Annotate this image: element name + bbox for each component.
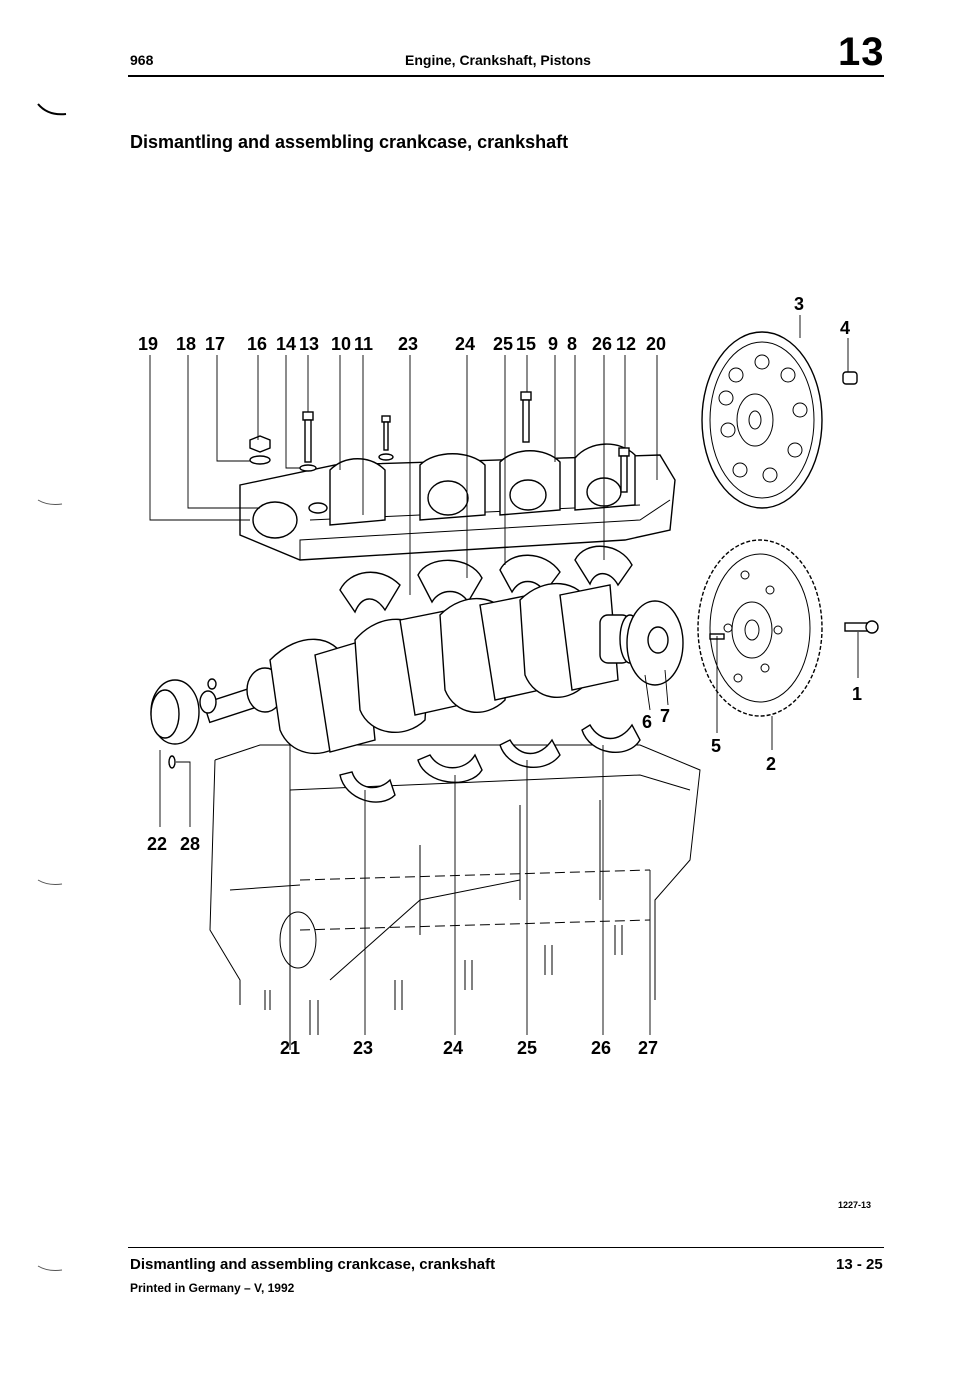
margin-mark xyxy=(37,103,67,116)
callout-3: 3 xyxy=(794,294,804,314)
bearing-bridge xyxy=(239,443,676,561)
callout-15: 15 xyxy=(516,334,536,354)
callout-27: 27 xyxy=(638,1038,658,1058)
header-rule xyxy=(128,75,884,77)
callout-22: 22 xyxy=(147,834,167,854)
callout-26-bottom: 26 xyxy=(591,1038,611,1058)
callout-9: 9 xyxy=(548,334,558,354)
callout-13: 13 xyxy=(299,334,319,354)
callouts-left: 22 28 xyxy=(147,834,200,854)
footer-title: Dismantling and assembling crankcase, cr… xyxy=(130,1256,496,1273)
callout-20: 20 xyxy=(646,334,666,354)
footer-printed: Printed in Germany – V, 1992 xyxy=(130,1281,295,1295)
drive-plate xyxy=(697,539,879,717)
callout-5: 5 xyxy=(711,736,721,756)
callouts-right: 3 4 1 2 5 6 7 xyxy=(642,294,862,774)
callout-8: 8 xyxy=(567,334,577,354)
callouts-bottom: 21 23 24 25 26 27 xyxy=(280,1038,658,1058)
callout-4: 4 xyxy=(840,318,850,338)
page-title: Dismantling and assembling crankcase, cr… xyxy=(130,132,569,152)
callout-25-top: 25 xyxy=(493,334,513,354)
header-group-number: 13 xyxy=(838,30,885,74)
callout-7: 7 xyxy=(660,706,670,726)
callout-11: 11 xyxy=(354,334,373,354)
exploded-diagram: 19 18 17 16 14 13 10 11 23 24 25 15 9 8 … xyxy=(138,294,879,1058)
crankshaft xyxy=(199,583,641,755)
callouts-top: 19 18 17 16 14 13 10 11 23 24 25 15 9 8 … xyxy=(138,334,666,354)
callout-23-top: 23 xyxy=(398,334,418,354)
callout-21: 21 xyxy=(280,1038,300,1058)
callout-19: 19 xyxy=(138,334,158,354)
figure-reference: 1227-13 xyxy=(838,1200,872,1210)
header-model: 968 xyxy=(130,52,154,68)
rear-flange xyxy=(626,600,684,686)
margin-mark xyxy=(37,499,63,505)
footer-page-number: 13 - 25 xyxy=(836,1256,883,1273)
lower-bearing-shells xyxy=(339,723,641,803)
callout-12: 12 xyxy=(616,334,636,354)
margin-mark xyxy=(37,1265,63,1271)
callout-14: 14 xyxy=(276,334,296,354)
callout-6: 6 xyxy=(642,712,652,732)
callout-28: 28 xyxy=(180,834,200,854)
callout-25-bottom: 25 xyxy=(517,1038,537,1058)
callout-24-bottom: 24 xyxy=(443,1038,463,1058)
upper-bearing-shells xyxy=(339,545,633,614)
callout-26-top: 26 xyxy=(592,334,612,354)
bridge-bolts xyxy=(249,391,630,514)
callout-23-bottom: 23 xyxy=(353,1038,373,1058)
callout-10: 10 xyxy=(331,334,351,354)
callout-2: 2 xyxy=(766,754,776,774)
footer-rule xyxy=(128,1247,884,1248)
header-title: Engine, Crankshaft, Pistons xyxy=(405,52,591,68)
callout-18: 18 xyxy=(176,334,196,354)
callout-24-top: 24 xyxy=(455,334,475,354)
callout-17: 17 xyxy=(205,334,225,354)
front-seal-ring xyxy=(150,678,217,769)
callout-16: 16 xyxy=(247,334,267,354)
margin-mark xyxy=(37,879,63,885)
leader-lines xyxy=(149,315,859,1035)
callout-1: 1 xyxy=(852,684,862,704)
flywheel xyxy=(701,331,858,509)
